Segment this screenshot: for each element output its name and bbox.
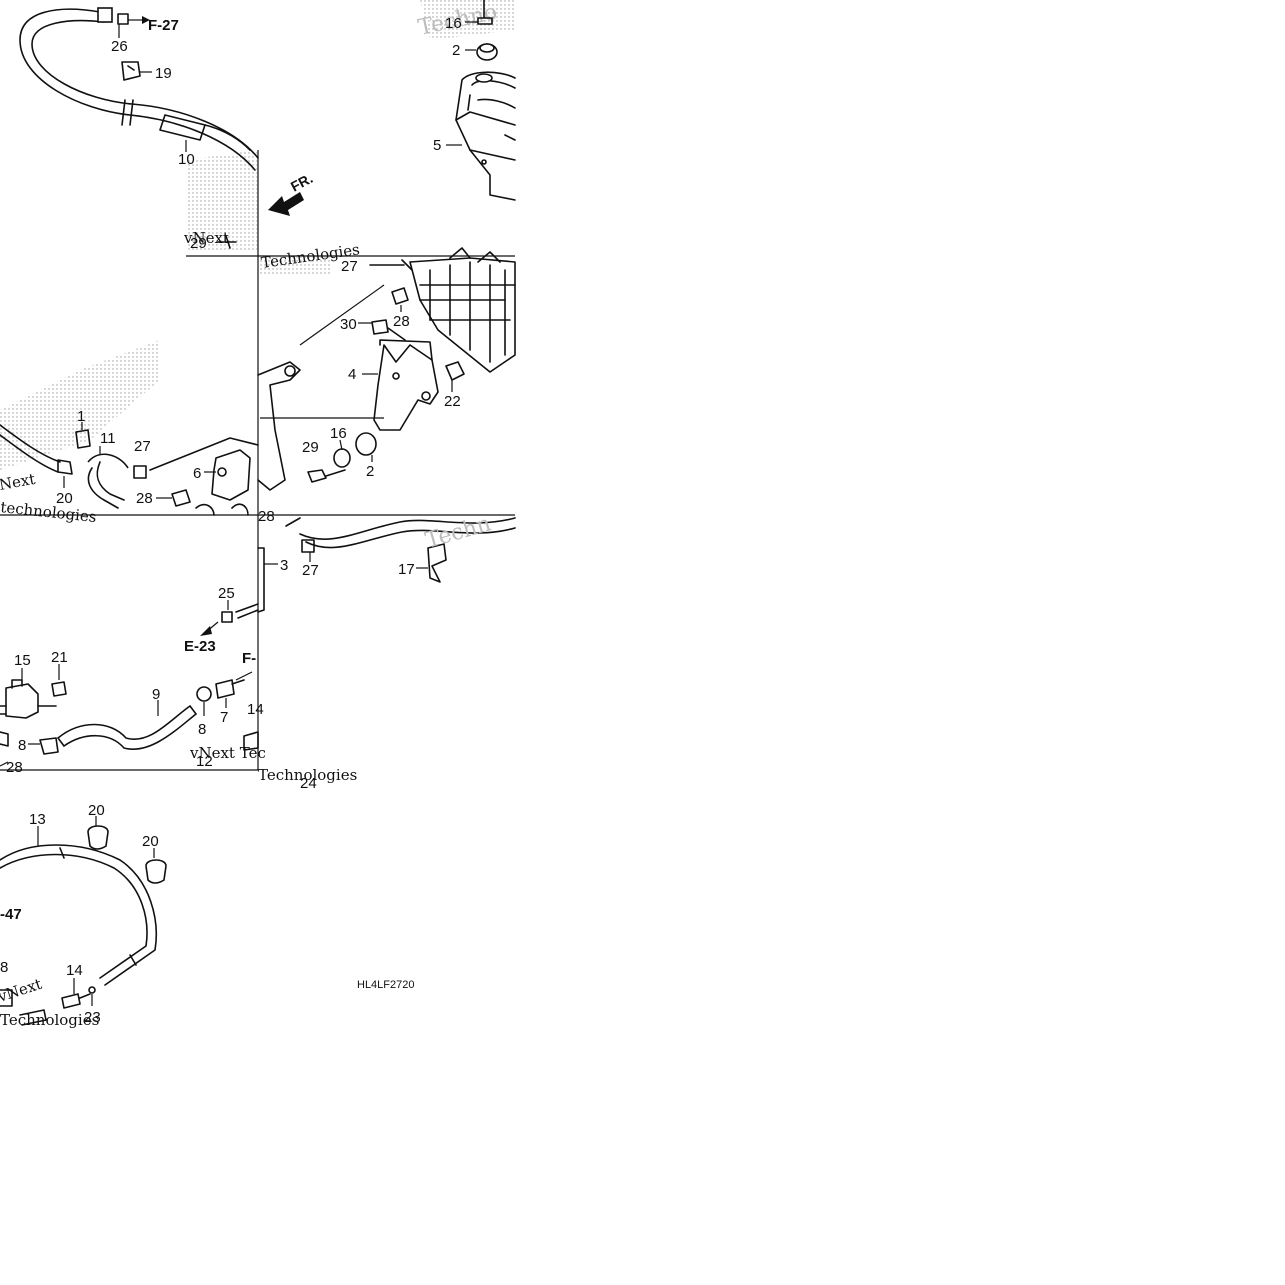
bracket-4	[373, 344, 439, 431]
panel-bottom-left: 13 20 20 -47 14 23 8 vNext Technologies	[0, 802, 167, 1029]
bolt-icon	[217, 235, 237, 249]
ref-f-cut: F-	[242, 650, 256, 667]
callout-10: 10	[178, 151, 195, 168]
washer-icon	[333, 448, 351, 468]
tank-outline	[455, 71, 516, 201]
clamp-17-icon	[427, 543, 447, 583]
callout-8-c: 8	[0, 959, 8, 976]
callout-29-b: 29	[302, 439, 319, 456]
valve-15	[5, 683, 39, 719]
callout-19: 19	[155, 65, 172, 82]
callout-20-a: 20	[56, 490, 73, 507]
callout-26: 26	[111, 38, 128, 55]
callout-22: 22	[444, 393, 461, 410]
callout-16-b: 16	[330, 425, 347, 442]
callout-11: 11	[100, 430, 116, 447]
callout-5: 5	[433, 137, 441, 154]
panel-hose-17: 27 17 Techn	[285, 511, 516, 583]
watermark-vnext-2: vNext	[0, 975, 44, 1006]
callout-28-b: 28	[136, 490, 153, 507]
canister-outline	[409, 257, 516, 373]
callout-27-b: 27	[134, 438, 151, 455]
watermark-technologies: Technologies	[0, 1011, 99, 1029]
callout-16-a: 16	[445, 15, 462, 32]
front-label: FR.	[288, 170, 315, 195]
callout-27-c: 27	[302, 562, 319, 579]
callout-15: 15	[14, 652, 31, 669]
grommet-2-icon	[355, 432, 377, 456]
callout-20-c: 20	[142, 833, 159, 850]
callout-23: 23	[84, 1009, 101, 1026]
callout-1: 1	[77, 408, 85, 425]
callout-28-d: 28	[6, 759, 23, 776]
callout-8-a: 8	[198, 721, 206, 738]
bracket-6	[211, 449, 251, 501]
callout-17: 17	[398, 561, 415, 578]
drawing-code: HL4LF2720	[357, 979, 415, 991]
panel-lower-left: 3 25 E-23 F- 15 21 9 8 7 14 vNext Tec 12…	[0, 547, 357, 792]
watermark-technologies-4: Technologies	[258, 766, 357, 784]
shading-patches	[0, 0, 515, 470]
callout-21: 21	[51, 649, 68, 666]
ref-f47: -47	[0, 906, 22, 923]
hose-clamp-top	[97, 7, 113, 23]
nut-22-icon	[445, 361, 465, 381]
callout-28-c: 28	[258, 508, 275, 525]
clamp-20-icon	[87, 825, 109, 850]
callout-6: 6	[193, 465, 201, 482]
watermark-next: Next	[0, 470, 37, 494]
callout-2-b: 2	[366, 463, 374, 480]
callout-3: 3	[280, 557, 288, 574]
bolt-30-icon	[371, 319, 406, 341]
ref-f27: F-27	[148, 17, 179, 34]
watermark-vnext-tech: vNext Tec	[189, 744, 266, 762]
callout-14-a: 14	[247, 701, 264, 718]
front-arrow-icon	[268, 192, 304, 216]
callout-24: 24	[300, 775, 317, 792]
clip-icon	[117, 13, 129, 25]
callout-28-a: 28	[393, 313, 410, 330]
watermark-technologies-3: technologies	[0, 498, 97, 526]
hose-9	[56, 704, 198, 750]
ref-e23: E-23	[184, 638, 216, 655]
callout-14-b: 14	[66, 962, 83, 979]
panel-middle-right: Technologies 27 28 30 4 22 29 16	[257, 240, 516, 491]
callout-20-b: 20	[88, 802, 105, 819]
callout-13: 13	[29, 811, 46, 828]
clip-1-icon	[75, 429, 91, 449]
callout-27-a: 27	[341, 258, 358, 275]
watermark-techn: Techn	[423, 511, 494, 553]
callout-29-a: 29	[190, 235, 207, 252]
callout-30: 30	[340, 316, 357, 333]
callout-12: 12	[196, 753, 213, 770]
callout-25: 25	[218, 585, 235, 602]
clamp-19-icon	[121, 61, 141, 81]
callout-7: 7	[220, 709, 228, 726]
bolt-28-icon	[391, 287, 409, 305]
panel-middle-left: 1 11 27 6 28 20 28 Next technologies	[0, 408, 275, 526]
callout-4: 4	[348, 366, 356, 383]
callout-8-b: 8	[18, 737, 26, 754]
callout-2-a: 2	[452, 42, 460, 59]
callout-9: 9	[152, 686, 160, 703]
panel-top-left: F-27 26 19 10 FR. vNext 29	[19, 7, 315, 252]
